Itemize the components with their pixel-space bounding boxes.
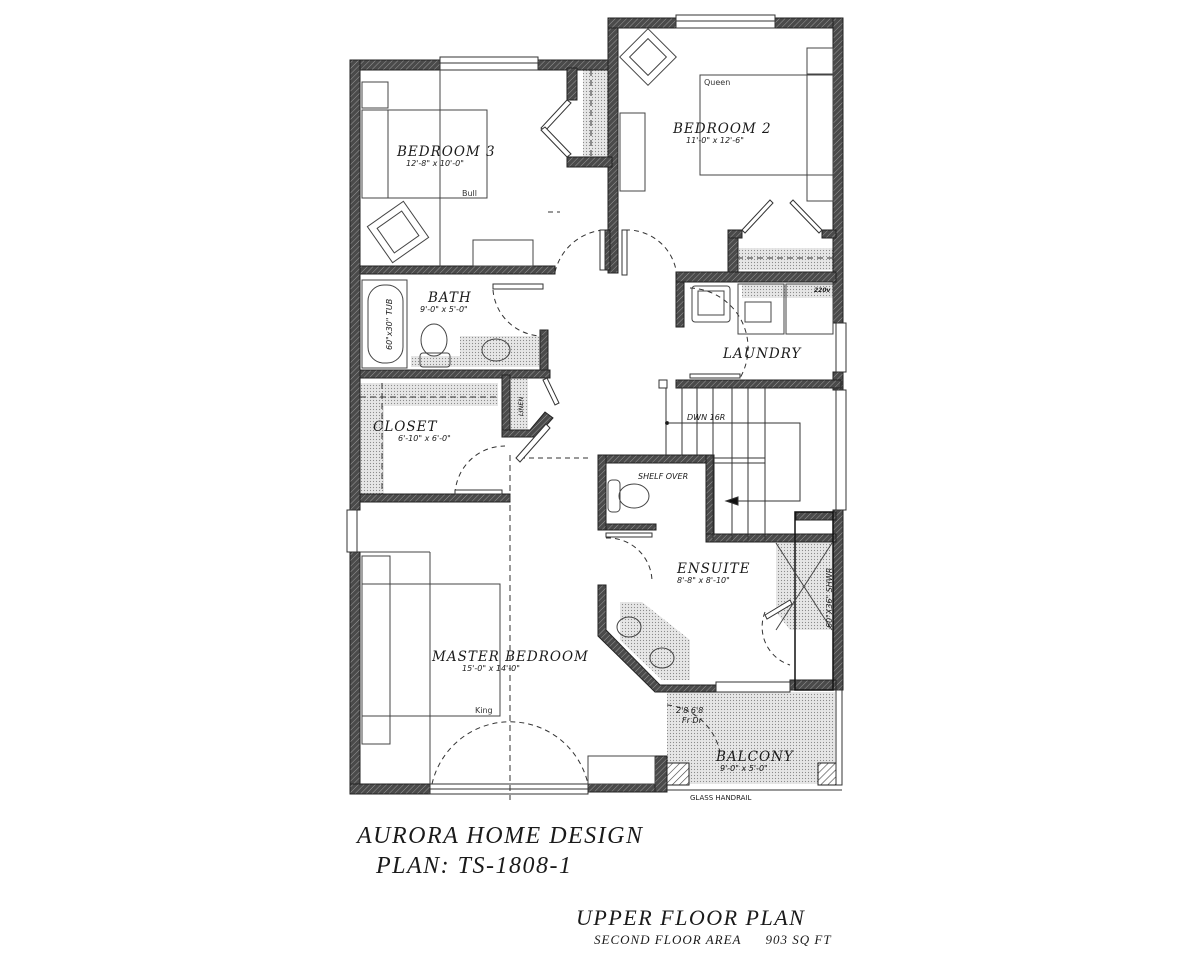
shower-label: 60"X36" SHWR: [825, 568, 834, 628]
furniture: [360, 28, 834, 785]
ensuite-label: ENSUITE: [676, 561, 751, 577]
company-name: AURORA HOME DESIGN: [357, 823, 644, 849]
balcony-dims: 9'-0" x 5'-0": [720, 764, 768, 773]
bedroom3-dims: 12'-8" x 10'-0": [406, 159, 464, 168]
stairs-label: DWN 16R: [687, 413, 725, 422]
closet-dims: 6'-10" x 6'-0": [398, 434, 451, 443]
tub-label: 60"x30" TUB: [385, 299, 394, 350]
floor-title: UPPER FLOOR PLAN: [576, 905, 806, 930]
glass-handrail-label: GLASS HANDRAIL: [690, 794, 751, 802]
floor-area-value: 903 SQ FT: [765, 932, 832, 947]
room-labels: BEDROOM 3 12'-8" x 10'-0" Bull BEDROOM 2…: [373, 78, 834, 802]
bedroom2-bed-label: Queen: [704, 78, 730, 87]
door-leaves: [454, 99, 823, 620]
staircase[interactable]: [658, 379, 801, 540]
balcony-door-size: 2'8 6'8: [676, 706, 703, 715]
dashed-lines: [360, 70, 833, 800]
floor-area: SECOND FLOOR AREA 903 SQ FT: [594, 932, 832, 948]
master-bed-label: King: [475, 706, 493, 715]
bedroom2-label: BEDROOM 2: [672, 121, 772, 137]
dryer-220v-label: 220v: [814, 287, 832, 294]
ensuite-dims: 8'-8" x 8'-10": [677, 576, 730, 585]
closet-label: CLOSET: [373, 419, 437, 435]
bath-label: BATH: [427, 290, 472, 306]
bedroom3-label: BEDROOM 3: [396, 144, 496, 160]
walls: [349, 17, 844, 795]
door-swings: [431, 211, 791, 785]
balcony-label: BALCONY: [715, 749, 794, 765]
bedroom2-dims: 11'-0" x 12'-6": [686, 136, 744, 145]
laundry-label: LAUNDRY: [722, 346, 801, 362]
master-dims: 15'-0" x 14'-0": [462, 664, 520, 673]
master-label: MASTER BEDROOM: [431, 649, 589, 665]
plan-number: PLAN: TS-1808-1: [376, 853, 573, 879]
bedroom3-bed-label: Bull: [462, 189, 477, 198]
bath-dims: 9'-0" x 5'-0": [420, 305, 468, 314]
shelf-over-label: SHELF OVER: [638, 472, 688, 481]
balcony-door-type: Fr Dr: [682, 716, 703, 725]
floor-area-label: SECOND FLOOR AREA: [594, 932, 742, 947]
linen-label: LINEN: [517, 396, 525, 416]
windows: [346, 14, 847, 795]
